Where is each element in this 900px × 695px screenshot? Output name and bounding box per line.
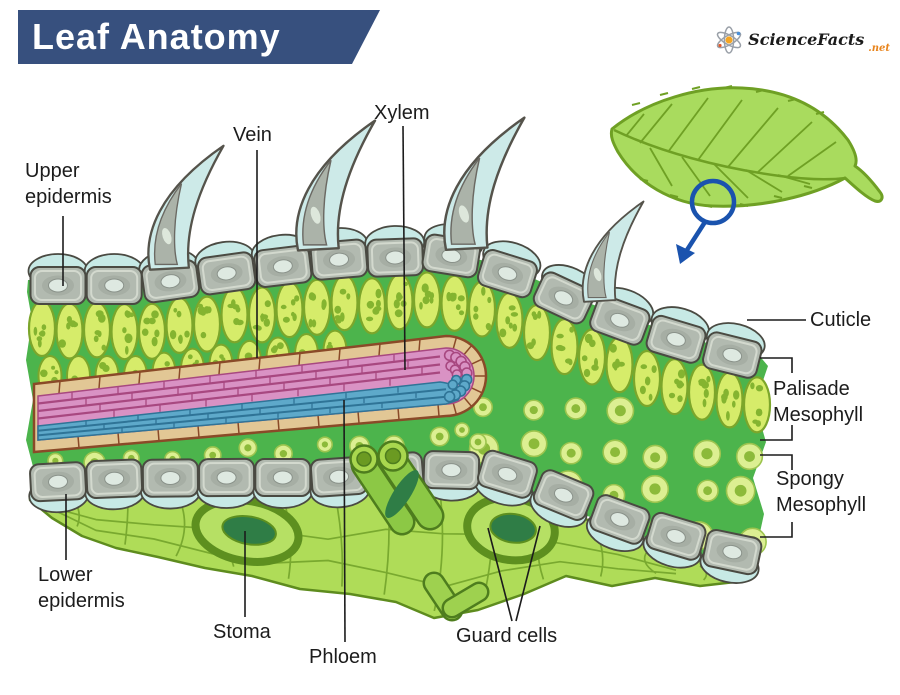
stoma-right: [463, 493, 559, 565]
vein-bundle: [32, 334, 488, 454]
trichome-hair: [295, 119, 377, 252]
label-lower-epidermis: Lower epidermis: [38, 564, 125, 612]
label-xylem: Xylem: [374, 102, 430, 124]
title-banner: Leaf Anatomy: [18, 10, 380, 64]
trichome-hair: [443, 116, 526, 252]
label-guard-cells: Guard cells: [456, 625, 558, 647]
label-vein: Vein: [233, 124, 272, 146]
epidermal-pods: [422, 571, 490, 622]
label-spongy-mesophyll: Spongy Mesophyll: [776, 468, 867, 516]
magnifier-circle: [689, 178, 737, 226]
brand-tld: .net: [868, 43, 890, 54]
brand-name: ScienceFacts: [748, 30, 865, 49]
magnifier: [676, 178, 737, 264]
palisade-mesophyll-layer: [27, 271, 772, 434]
label-upper-epidermis: Upper epidermis: [25, 160, 112, 208]
phloem-tubes: [37, 373, 473, 441]
atom-icon: [716, 26, 742, 54]
stoma-left: [191, 496, 303, 566]
label-palisade-mesophyll: Palisade Mesophyll: [773, 378, 864, 426]
trichomes: [147, 116, 645, 303]
leaf-thumbnail: [609, 85, 884, 208]
guard-cell-tubes: [349, 440, 445, 536]
page-title: Leaf Anatomy: [32, 16, 281, 57]
magnifier-arrow: [685, 220, 707, 252]
trichome-hair: [147, 144, 225, 271]
leader-lines: [62, 125, 806, 643]
label-phloem: Phloem: [309, 646, 377, 668]
label-cuticle: Cuticle: [810, 309, 872, 331]
label-stoma: Stoma: [213, 621, 271, 643]
upper-epidermis-layer: [27, 223, 766, 379]
brand-logo: ScienceFacts .net: [714, 25, 890, 55]
trichome-hair: [581, 200, 645, 303]
range-brackets: [760, 357, 793, 538]
